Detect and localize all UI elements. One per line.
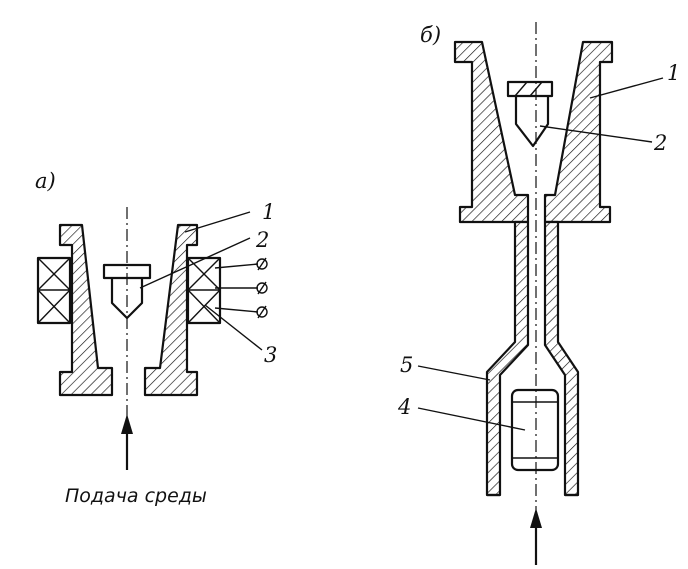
diagram-b: б) 1 2 5 4 [397, 22, 680, 565]
diagram-a: а) 1 2 3 Подача среды [35, 169, 277, 507]
part-label-1: 1 [667, 61, 680, 85]
blank-b [510, 388, 560, 472]
inductor-left [36, 256, 72, 325]
terminal-symbols [256, 257, 268, 319]
crucible-b-left-wall [453, 40, 530, 224]
media-supply-caption: Подача среды [65, 485, 207, 507]
part-label-5: 5 [400, 353, 413, 377]
tube-right-wall [543, 220, 580, 497]
diagram-a-label: а) [35, 169, 56, 193]
part-label-4: 4 [397, 395, 411, 419]
crucible-a-left-wall [58, 223, 114, 397]
diagram-b-label: б) [420, 23, 441, 47]
part-label-3: 3 [264, 343, 277, 367]
inductor-right [186, 256, 222, 325]
crucible-a-right-wall [143, 223, 199, 397]
sample-b [506, 80, 554, 148]
tube-left-wall [485, 220, 530, 497]
part-label-1: 1 [262, 200, 275, 224]
part-label-2: 2 [255, 228, 269, 252]
part-label-2: 2 [653, 131, 667, 155]
sample-a [102, 263, 152, 320]
